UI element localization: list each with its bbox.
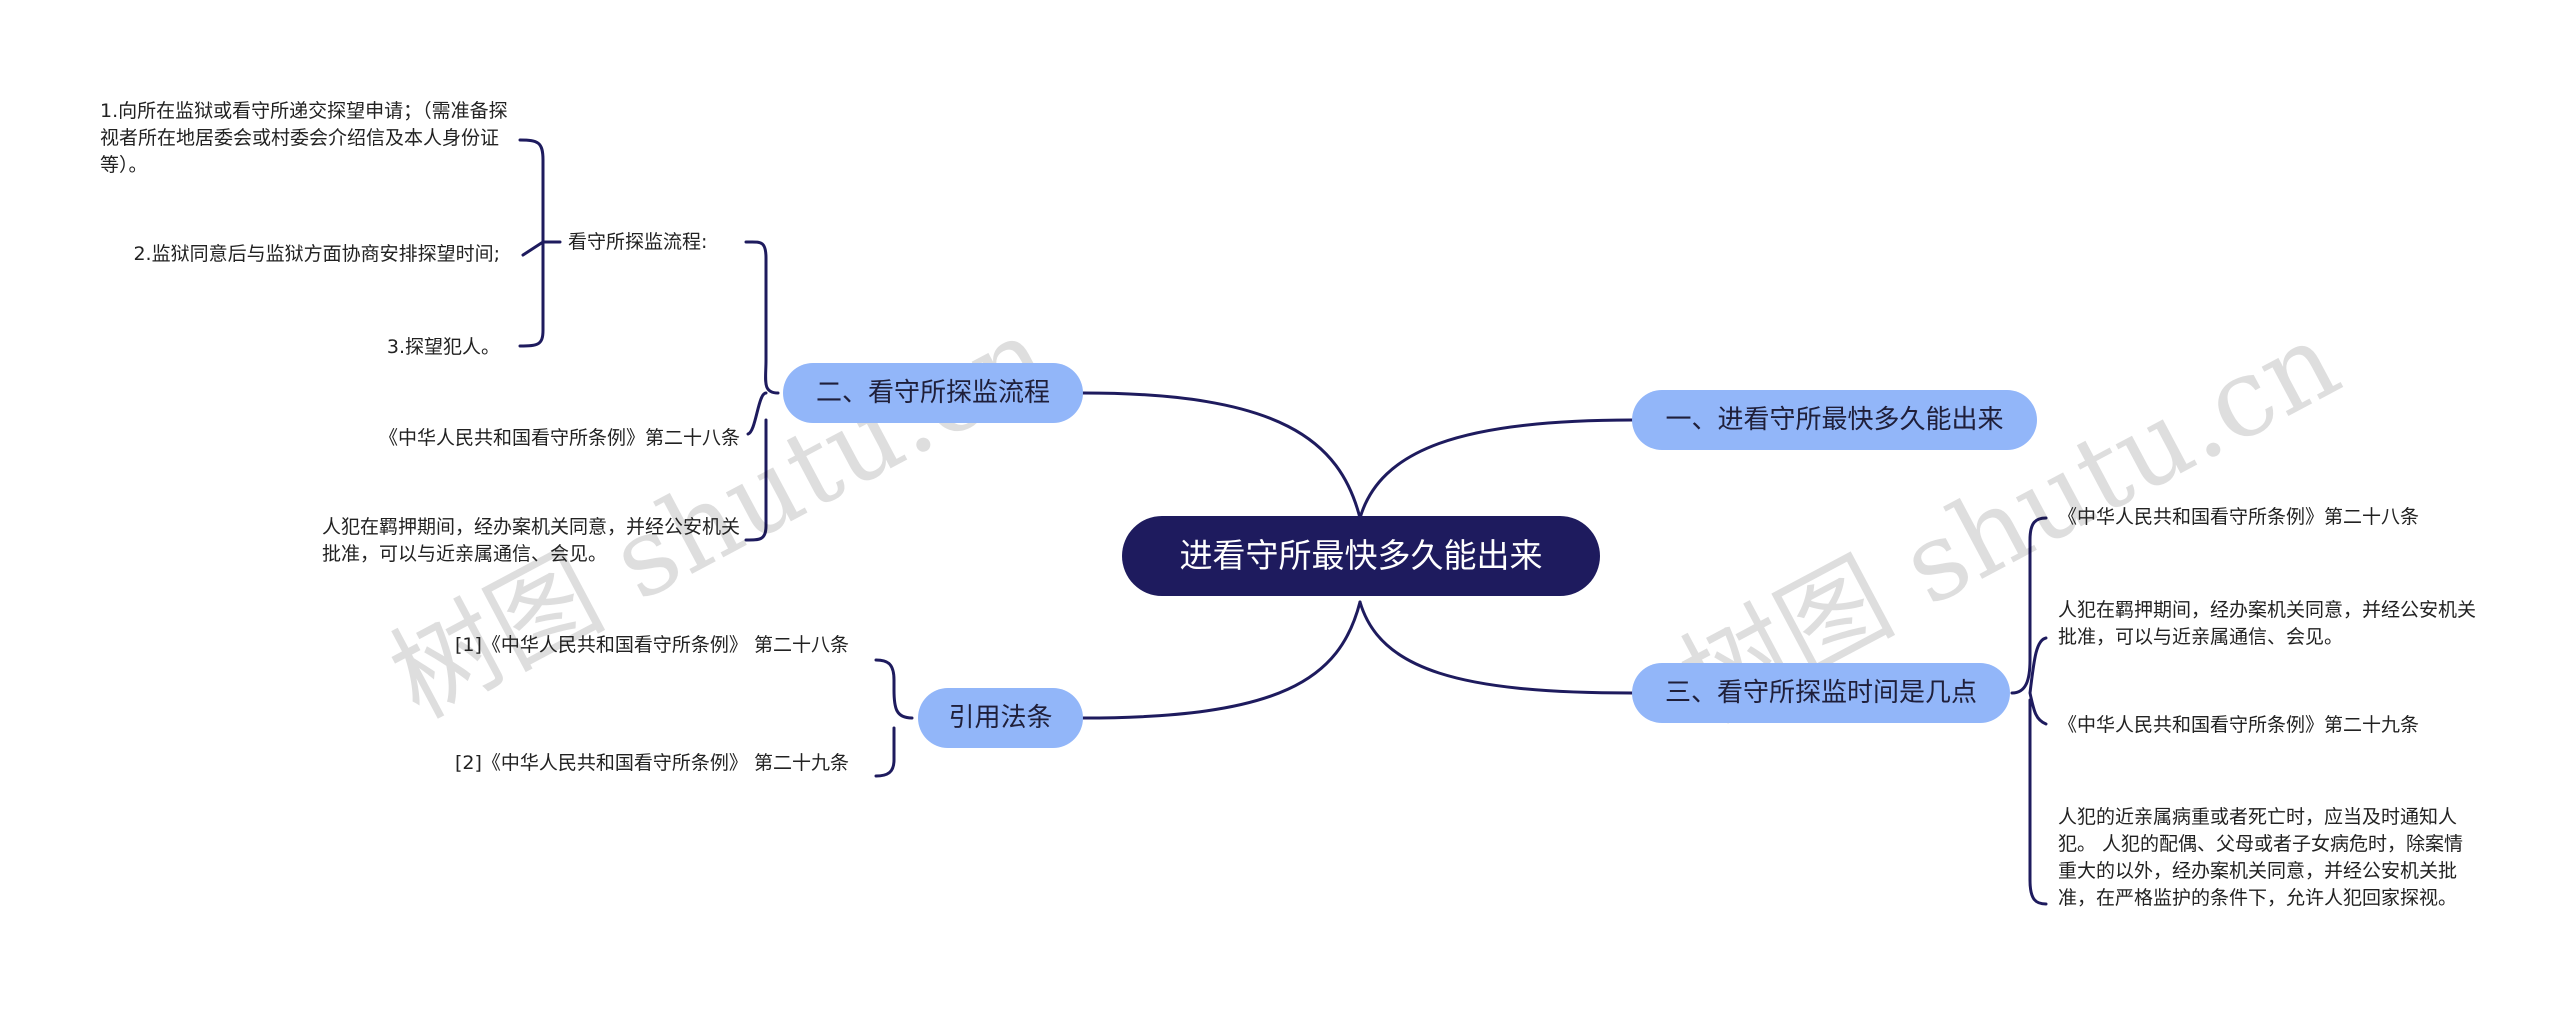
b2-law-ref[interactable]: 《中华人民共和国看守所条例》第二十八条 xyxy=(378,427,740,449)
branch-node-b2[interactable]: 二、看守所探监流程 xyxy=(783,363,1083,423)
branch-node-b4[interactable]: 引用法条 xyxy=(918,688,1083,748)
bracket-b4 xyxy=(874,658,914,778)
b2-law-text[interactable]: 人犯在羁押期间，经办案机关同意，并经公安机关批准，可以与近亲属通信、会见。 xyxy=(322,516,741,565)
b3-law28-ref[interactable]: 《中华人民共和国看守所条例》第二十八条 xyxy=(2058,506,2420,528)
b4-ref-1[interactable]: [1]《中华人民共和国看守所条例》 第二十八条 xyxy=(455,634,849,656)
branch-node-b1[interactable]: 一、进看守所最快多久能出来 xyxy=(1632,390,2037,450)
process-step-1[interactable]: 1.向所在监狱或看守所递交探望申请；（需准备探视者所在地居委会或村委会介绍信及本… xyxy=(100,100,508,176)
process-step-3[interactable]: 3.探望犯人。 xyxy=(386,336,500,358)
bracket-process xyxy=(518,138,562,348)
process-label[interactable]: 看守所探监流程: xyxy=(568,231,708,253)
process-step-2[interactable]: 2.监狱同意后与监狱方面协商安排探望时间; xyxy=(133,243,500,265)
edge-root-b2 xyxy=(1081,391,1362,520)
edge-root-b4 xyxy=(1081,600,1362,720)
bracket-b2 xyxy=(744,240,780,542)
edge-root-b1 xyxy=(1358,418,1634,520)
edge-root-b3 xyxy=(1358,600,1634,695)
branch-node-b3[interactable]: 三、看守所探监时间是几点 xyxy=(1632,663,2010,723)
b4-ref-2[interactable]: [2]《中华人民共和国看守所条例》 第二十九条 xyxy=(455,752,849,774)
b3-law29-ref[interactable]: 《中华人民共和国看守所条例》第二十九条 xyxy=(2058,714,2420,736)
bracket-b3 xyxy=(2010,516,2048,906)
root-node[interactable]: 进看守所最快多久能出来 xyxy=(1122,516,1600,596)
b3-law28-text[interactable]: 人犯在羁押期间，经办案机关同意，并经公安机关批准，可以与近亲属通信、会见。 xyxy=(2058,599,2477,648)
b3-law29-text[interactable]: 人犯的近亲属病重或者死亡时，应当及时通知人犯。 人犯的配偶、父母或者子女病危时，… xyxy=(2058,806,2464,909)
